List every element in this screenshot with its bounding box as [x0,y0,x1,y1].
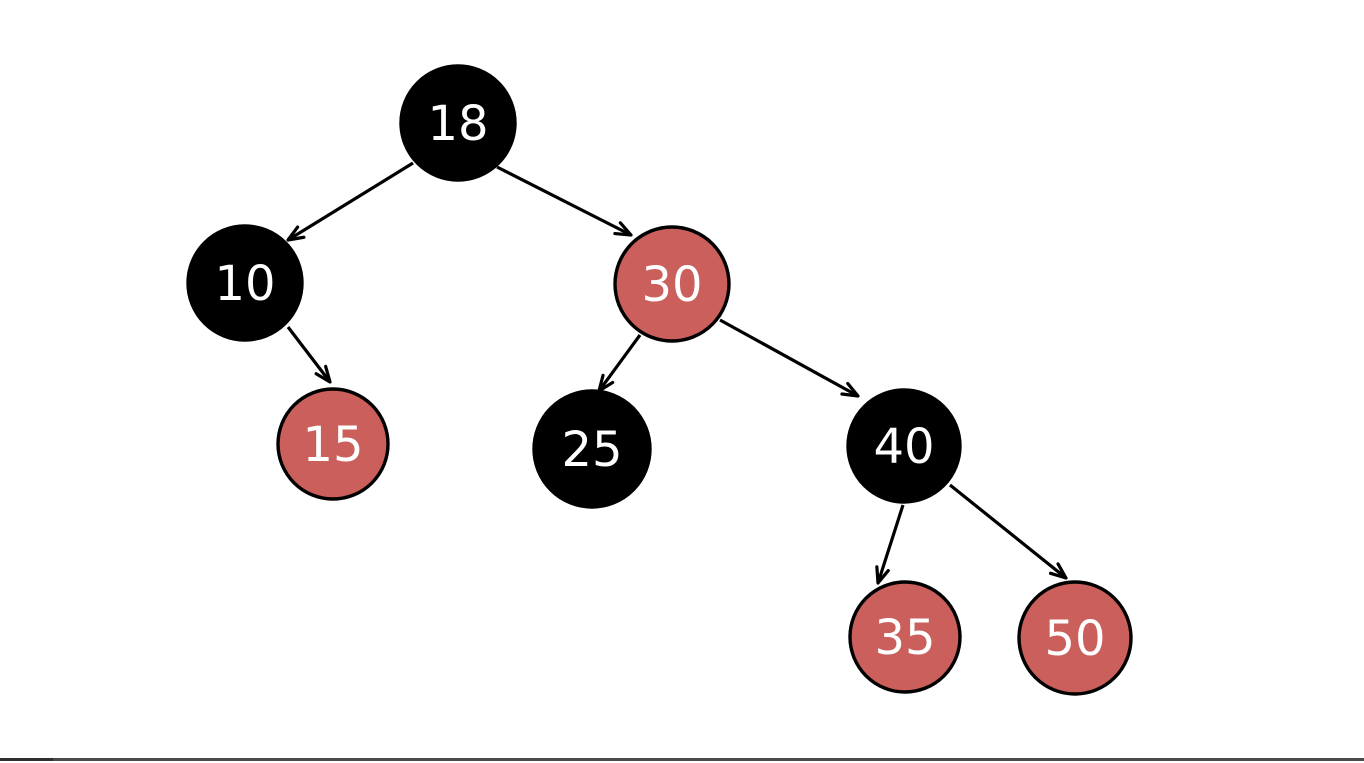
tree-node-40: 40 [846,388,962,504]
tree-edge-40-35 [875,504,905,585]
tree-edge-40-50 [948,483,1068,580]
tree-node-18: 18 [399,64,517,182]
tree-node-label-40: 40 [873,419,934,475]
tree-node-circle-15 [276,387,390,501]
tree-edge-18-10 [286,161,414,242]
tree-node-label-18: 18 [427,96,488,152]
tree-node-circle-30 [613,225,731,343]
tree-node-25: 25 [532,389,652,509]
tree-node-label-50: 50 [1044,611,1105,667]
tree-node-15: 15 [276,387,390,501]
tree-edge-10-15 [286,326,332,384]
tree-node-circle-25 [532,389,652,509]
tree-edge-18-30 [496,165,633,237]
tree-node-label-30: 30 [641,257,702,313]
tree-node-circle-35 [848,580,962,694]
tree-node-circle-10 [186,224,304,342]
tree-node-30: 30 [613,225,731,343]
progress-watched-segment [0,758,53,761]
tree-node-circle-18 [399,64,517,182]
tree-edges [286,161,1068,585]
tree-node-label-15: 15 [302,417,363,473]
tree-nodes: 18 10 30 15 25 40 35 50 [186,64,1133,696]
tree-node-circle-40 [846,388,962,504]
tree-node-label-25: 25 [561,422,622,478]
tree-edge-30-40 [719,318,860,398]
tree-edge-30-25 [597,334,642,393]
progress-bar[interactable] [0,758,1364,761]
tree-node-35: 35 [848,580,962,694]
tree-node-50: 50 [1017,580,1133,696]
tree-node-circle-50 [1017,580,1133,696]
tree-node-10: 10 [186,224,304,342]
tree-node-label-35: 35 [874,610,935,666]
tree-node-label-10: 10 [214,256,275,312]
